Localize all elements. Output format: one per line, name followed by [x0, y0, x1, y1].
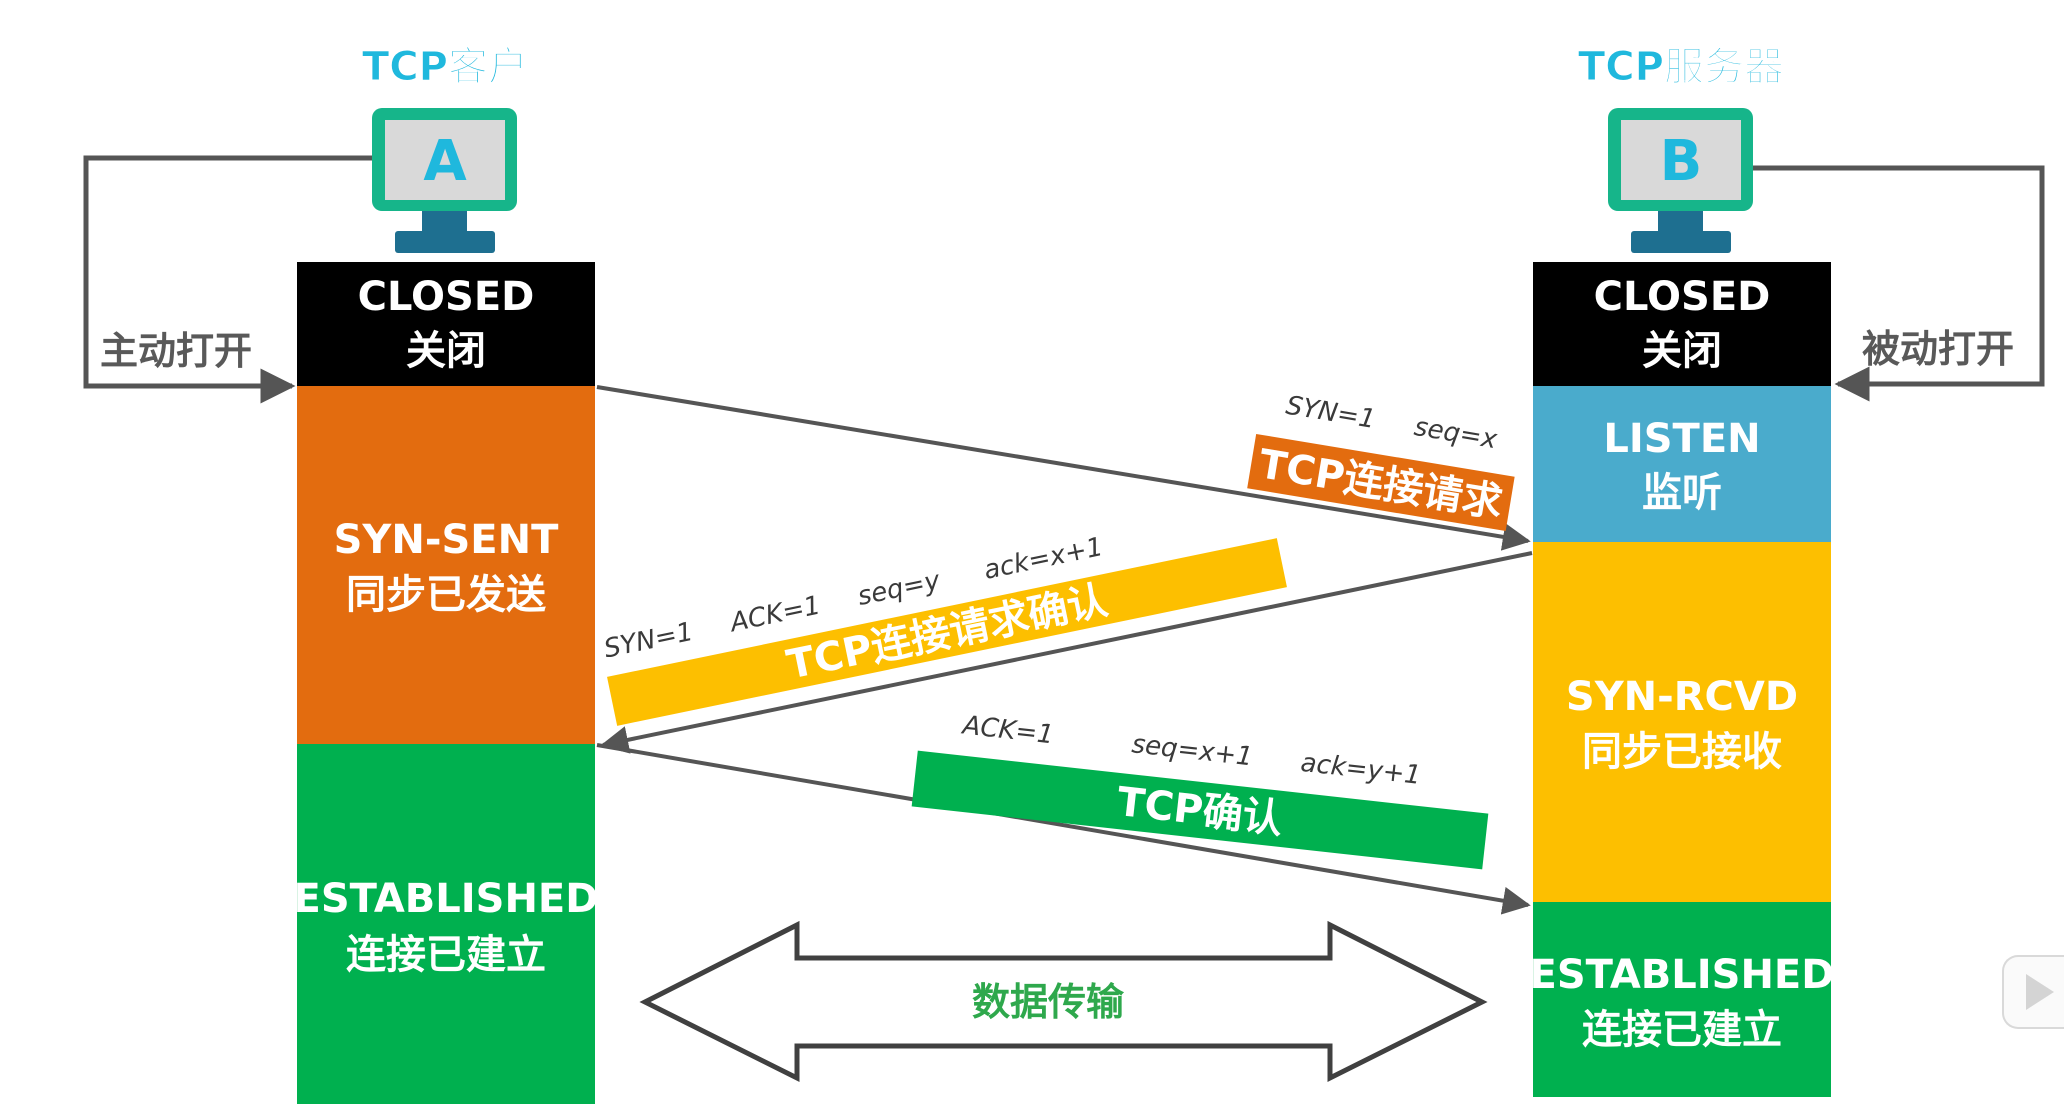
client-state-closed	[297, 262, 595, 386]
server-passive-open-arrow	[1753, 165, 2045, 402]
client-established-label: ESTABLISHED	[294, 876, 599, 922]
client-state-syn-sent	[297, 386, 595, 744]
server-listen-label-zh: 监听	[1642, 470, 1722, 516]
play-overlay-icon[interactable]	[2002, 955, 2064, 1029]
syn-ack-arrow	[600, 551, 1533, 754]
syn-ack-message-group: TCP连接请求确认 SYN=1 ACK=1 seq=y ack=x+1	[601, 532, 1287, 726]
syn-banner	[1247, 433, 1515, 532]
server-closed-label-zh: 关闭	[1642, 328, 1722, 374]
syn-ack-field-seq: seq=y	[855, 566, 943, 612]
ack-banner	[911, 750, 1489, 870]
ack-message-group: TCP确认 ACK=1 seq=x+1 ack=y+1	[911, 710, 1489, 870]
server-state-closed	[1533, 262, 1831, 386]
syn-arrow	[596, 385, 1531, 551]
server-passive-open-label: 被动打开	[1862, 327, 2014, 371]
ack-field-seq: seq=x+1	[1130, 729, 1254, 772]
syn-ack-banner	[607, 538, 1287, 726]
syn-ack-field-ack-flag: ACK=1	[726, 590, 823, 638]
server-syn-rcvd-label-zh: 同步已接收	[1582, 729, 1782, 775]
ack-field-ack-flag: ACK=1	[959, 710, 1055, 750]
client-computer-icon: A	[372, 108, 517, 253]
syn-field-seq: seq=x	[1412, 412, 1500, 455]
client-state-established	[297, 744, 595, 1104]
server-computer-icon: B	[1608, 108, 1753, 253]
client-closed-label-zh: 关闭	[406, 328, 486, 374]
client-title: TCP客户	[362, 44, 528, 90]
client-letter: A	[423, 129, 467, 194]
syn-banner-label: TCP连接请求	[1256, 441, 1506, 527]
syn-field-syn: SYN=1	[1284, 391, 1378, 435]
client-active-open-arrow	[83, 155, 372, 404]
server-state-established	[1533, 902, 1831, 1097]
client-closed-label: CLOSED	[358, 274, 535, 320]
data-transfer-double-arrow	[639, 920, 1488, 1083]
client-active-open-label: 主动打开	[100, 329, 252, 373]
server-state-listen	[1533, 386, 1831, 542]
client-syn-sent-label: SYN-SENT	[334, 517, 559, 563]
server-title: TCP服务器	[1578, 44, 1785, 90]
server-state-syn-rcvd	[1533, 542, 1831, 902]
server-letter: B	[1660, 129, 1703, 194]
ack-field-ack: ack=y+1	[1299, 748, 1422, 791]
data-transfer-label: 数据传输	[972, 980, 1125, 1024]
server-listen-label: LISTEN	[1603, 416, 1760, 462]
server-established-label: ESTABLISHED	[1530, 952, 1835, 998]
server-syn-rcvd-label: SYN-RCVD	[1566, 674, 1798, 720]
client-syn-sent-label-zh: 同步已发送	[346, 572, 546, 618]
server-established-label-zh: 连接已建立	[1582, 1007, 1782, 1053]
syn-ack-field-syn: SYN=1	[601, 617, 695, 665]
syn-message-group: TCP连接请求 SYN=1 seq=x	[1247, 391, 1515, 532]
ack-arrow	[596, 743, 1531, 915]
client-established-label-zh: 连接已建立	[346, 932, 546, 978]
server-closed-label: CLOSED	[1594, 274, 1771, 320]
